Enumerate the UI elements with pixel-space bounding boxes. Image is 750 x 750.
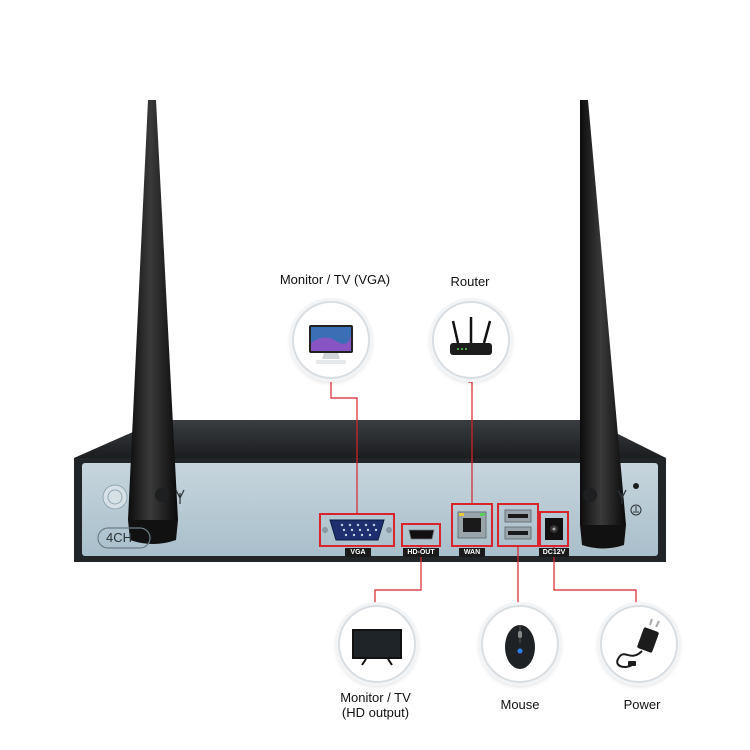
hd-monitor-label-line2: (HD output) (341, 705, 410, 720)
router-label: Router (450, 274, 490, 289)
vga-port-label: VGA (345, 548, 371, 557)
vga-monitor-label: Monitor / TV (VGA) (279, 272, 391, 287)
mouse-circle (481, 605, 559, 683)
right-antenna (580, 100, 626, 549)
mouse-label: Mouse (500, 697, 540, 712)
hd-monitor-circle (338, 605, 416, 683)
hd-monitor-label-line1: Monitor / TV (340, 690, 411, 705)
power-label: Power (623, 697, 661, 712)
left-antenna (128, 100, 178, 544)
mouse-icon (505, 625, 535, 669)
antenna-symbol-icon (175, 489, 185, 504)
power-adapter-icon (616, 618, 660, 668)
router-circle (432, 301, 510, 379)
chassis-top (74, 420, 666, 458)
certification-seal-icon (102, 484, 128, 510)
vga-monitor-circle (292, 301, 370, 379)
model-label: 4CH (106, 530, 133, 545)
wan-port-label: WAN (459, 548, 485, 557)
antenna-symbol-icon-right (617, 489, 627, 504)
model-badge-frame (97, 527, 151, 549)
ground-terminal-icon (630, 504, 642, 516)
router-icon (450, 317, 492, 355)
desktop-monitor-icon (309, 325, 353, 364)
dc-port-label: DC12V (539, 548, 569, 557)
power-circle (600, 605, 678, 683)
reset-button-icon (633, 483, 639, 489)
tv-icon (352, 629, 402, 666)
hdmi-port-label: HD-OUT (403, 548, 439, 557)
vga-port (319, 513, 395, 547)
